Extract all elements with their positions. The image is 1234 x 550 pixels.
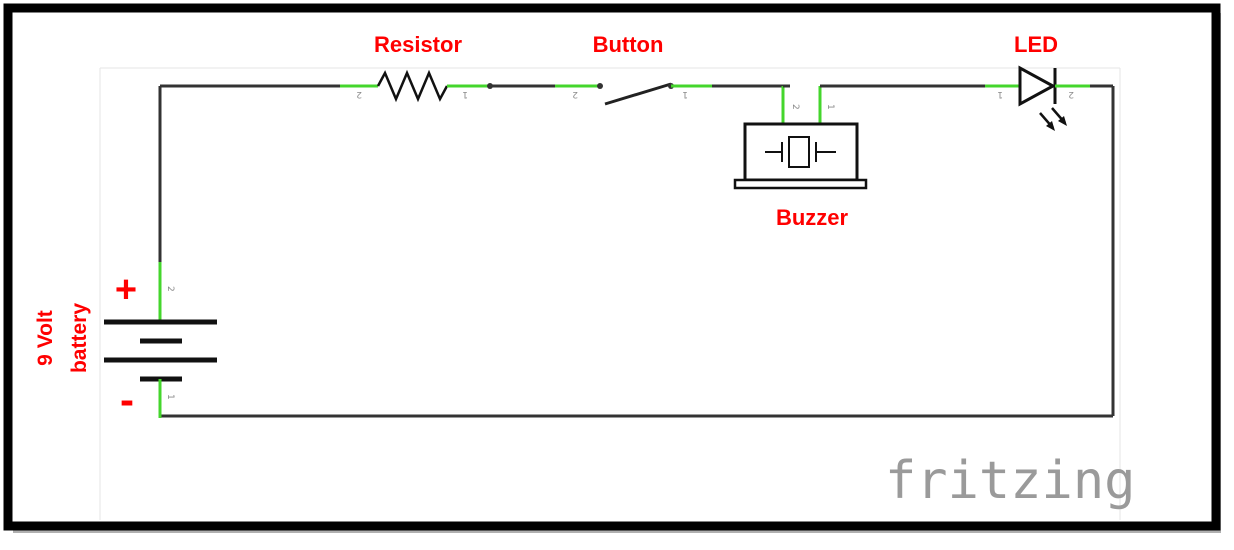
pin-label: 1 xyxy=(682,89,688,99)
buzzer-symbol xyxy=(733,84,868,190)
battery-symbol xyxy=(104,262,217,418)
plus-sign: + xyxy=(115,269,137,311)
pin-label: 1 xyxy=(165,394,175,400)
resistor-label: Resistor xyxy=(374,32,462,57)
pin-label: 2 xyxy=(165,286,175,292)
pin-label: 2 xyxy=(572,89,578,99)
fritzing-watermark: fritzing xyxy=(885,451,1135,511)
led-symbol xyxy=(985,65,1090,131)
pin-label: 2 xyxy=(356,89,362,99)
outer-frame xyxy=(3,3,1221,531)
pin-label: 1 xyxy=(462,89,468,99)
pin-label: 1 xyxy=(997,89,1003,99)
button-switch-symbol xyxy=(555,82,712,106)
buzzer-label: Buzzer xyxy=(776,205,849,230)
button-label: Button xyxy=(593,32,664,57)
pin-label: 2 xyxy=(1068,89,1074,99)
battery-label-line1: 9 Volt xyxy=(34,310,57,366)
battery-label-line2: battery xyxy=(68,303,91,373)
minus-sign: - xyxy=(120,376,134,423)
pin-label: 1 xyxy=(825,104,835,110)
resistor-symbol xyxy=(320,69,493,103)
pin-label: 2 xyxy=(790,104,800,110)
led-label: LED xyxy=(1014,32,1058,57)
